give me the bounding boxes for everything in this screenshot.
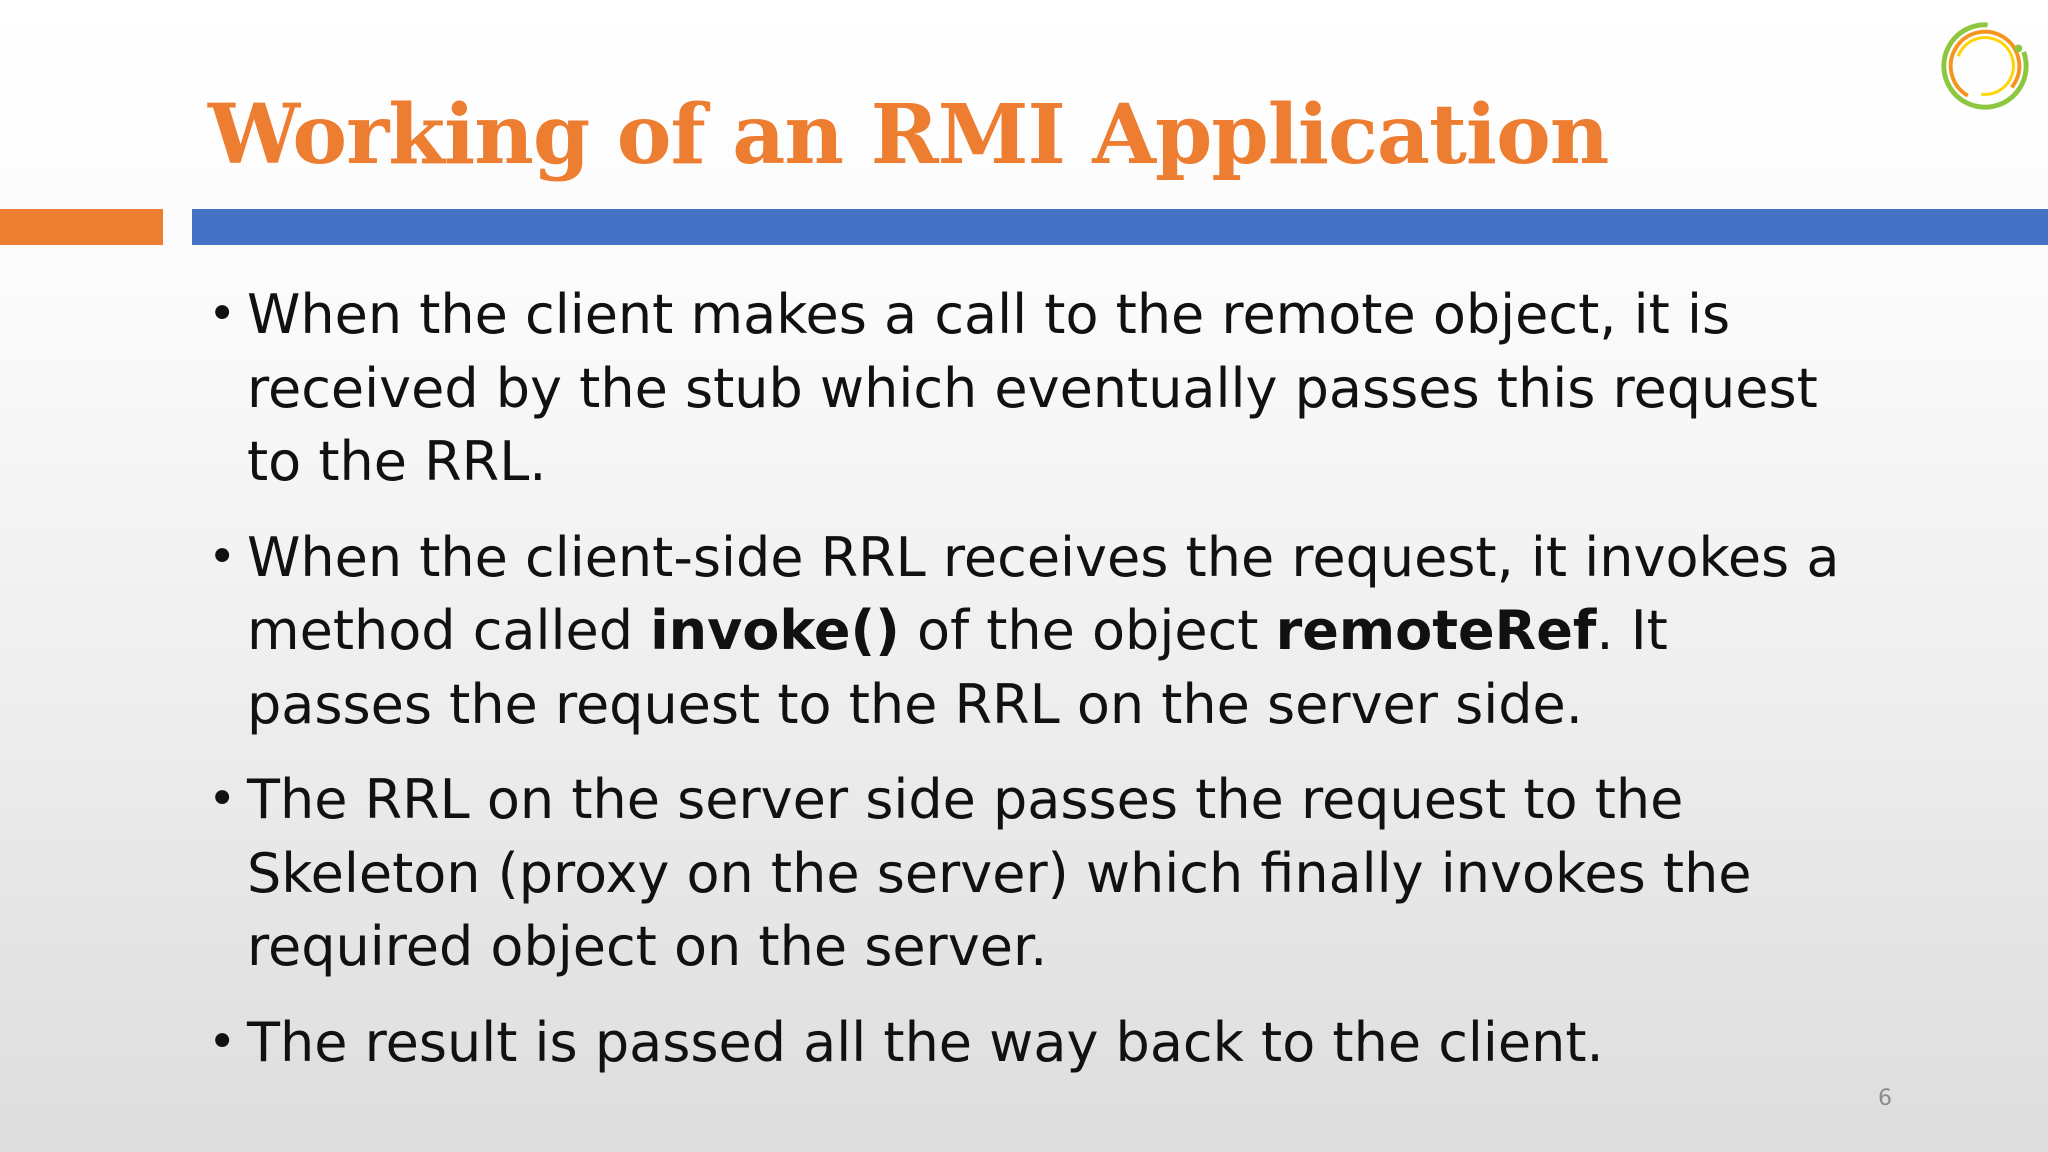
bullet-item-2: • When the client-side RRL receives the …: [208, 521, 1868, 742]
bullet-text-part: . It passes the request to the RRL on th…: [247, 599, 1668, 736]
bullet-dot: •: [208, 528, 237, 585]
bullet-text: When the client makes a call to the remo…: [247, 283, 1818, 493]
bullet-dot: •: [208, 286, 237, 342]
circular-logo-icon: [1941, 22, 2029, 110]
title-accent-bar-orange: [0, 209, 163, 245]
bullet-item-4: • The result is passed all the way back …: [208, 1006, 1868, 1080]
bullet-text-part: of the object: [899, 599, 1276, 662]
bullet-text: The RRL on the server side passes the re…: [247, 768, 1752, 978]
bullet-bold-method: invoke(): [650, 599, 900, 662]
bullet-item-1: • When the client makes a call to the re…: [208, 278, 1868, 499]
title-accent-bar-blue: [192, 209, 2048, 245]
bullet-item-3: • The RRL on the server side passes the …: [208, 763, 1868, 984]
bullet-text: The result is passed all the way back to…: [247, 1010, 1604, 1074]
bullet-text-part: When the client-side RRL receives the re…: [247, 525, 1840, 663]
page-number: 6: [1878, 1086, 1892, 1111]
bullet-list: • When the client makes a call to the re…: [208, 278, 1868, 1101]
slide-title: Working of an RMI Application: [208, 87, 1609, 183]
bullet-dot: •: [208, 771, 237, 827]
bullet-dot: •: [208, 1013, 237, 1070]
bullet-bold-object: remoteRef: [1275, 599, 1597, 662]
